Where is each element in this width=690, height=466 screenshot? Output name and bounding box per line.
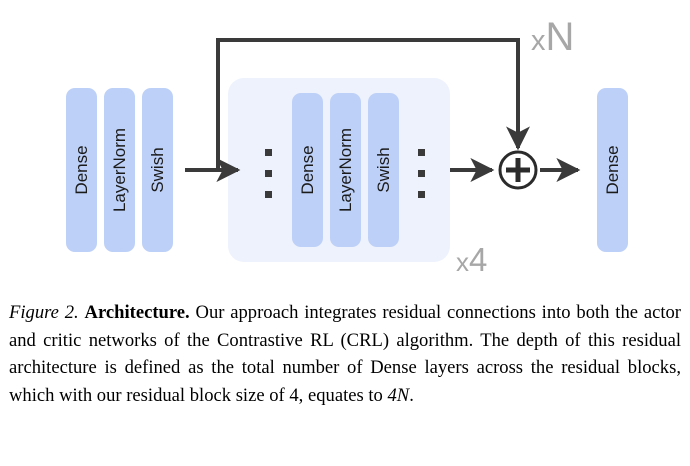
node-box-dense-input[interactable]: Dense: [66, 88, 97, 252]
multiplier-times-symbol: x: [531, 25, 546, 57]
caption-title: Architecture.: [84, 302, 190, 323]
node-label: Swish: [147, 147, 167, 193]
caption-math-expression: 4N: [387, 384, 410, 406]
residual-block-multiplier-label: x4: [456, 243, 487, 276]
node-box-swish-input[interactable]: Swish: [142, 88, 173, 252]
caption-body-last: .: [409, 384, 414, 406]
skip-connection-multiplier-label: xN: [531, 17, 574, 57]
add-node: [498, 150, 538, 190]
node-box-dense-residual[interactable]: Dense: [292, 93, 323, 247]
caption-body-first: Our approach integrates residual connect…: [9, 302, 681, 406]
multiplier-count: N: [545, 15, 575, 59]
figure-caption: Figure 2. Architecture. Our approach int…: [9, 299, 681, 409]
vertical-ellipsis-icon-trailing: [418, 149, 425, 198]
vertical-ellipsis-icon-leading: [265, 149, 272, 198]
multiplier-times-symbol: x: [456, 247, 469, 277]
multiplier-count: 4: [469, 241, 488, 278]
node-label: Swish: [373, 147, 393, 193]
node-box-swish-residual[interactable]: Swish: [368, 93, 399, 247]
node-box-layernorm-input[interactable]: LayerNorm: [104, 88, 135, 252]
diagram-connectors: [185, 38, 581, 190]
node-label: LayerNorm: [335, 127, 355, 213]
figure-diagram: Dense LayerNorm Swish Dense LayerNorm Sw…: [66, 17, 628, 276]
node-box-layernorm-residual[interactable]: LayerNorm: [330, 93, 361, 247]
node-label: Dense: [297, 145, 317, 195]
caption-figure-number: Figure 2.: [9, 302, 79, 323]
node-label: LayerNorm: [109, 127, 129, 213]
node-label: Dense: [71, 145, 91, 195]
node-label: Dense: [602, 145, 622, 195]
skip-connection-path: [216, 38, 530, 170]
node-box-dense-output[interactable]: Dense: [597, 88, 628, 252]
